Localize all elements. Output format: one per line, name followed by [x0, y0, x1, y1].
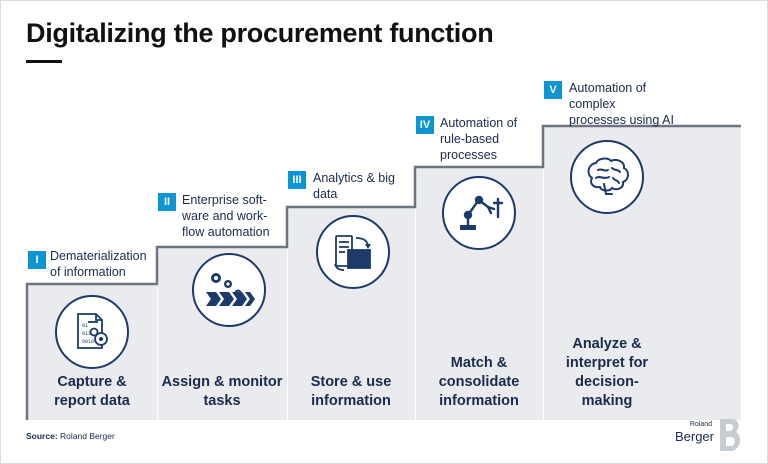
brain-icon	[570, 140, 644, 214]
title-underline	[26, 60, 62, 63]
logo-b-mark-icon	[720, 419, 741, 451]
source-note: Source: Roland Berger	[26, 431, 115, 441]
svg-text:01: 01	[82, 323, 88, 329]
server-sync-icon	[316, 215, 390, 289]
step-1-badge: I	[28, 251, 46, 269]
step-5-badge: V	[544, 81, 562, 99]
step-3-badge: III	[288, 171, 306, 189]
step-1-caption: Capture &report data	[54, 374, 130, 409]
svg-text:0110: 0110	[82, 331, 94, 337]
step-2-label: Enterprise soft-ware and work-flow autom…	[182, 193, 270, 239]
document-gears-icon: 01 0110 0010	[55, 295, 129, 369]
roland-berger-logo: Roland Berger	[672, 418, 744, 452]
robot-arm-icon	[442, 176, 516, 250]
step-4-badge: IV	[416, 116, 434, 134]
slide-title: Digitalizing the procurement function	[26, 18, 494, 48]
workflow-gears-icon	[192, 253, 266, 327]
svg-text:0010: 0010	[82, 339, 94, 345]
step-2-badge: II	[158, 193, 176, 211]
